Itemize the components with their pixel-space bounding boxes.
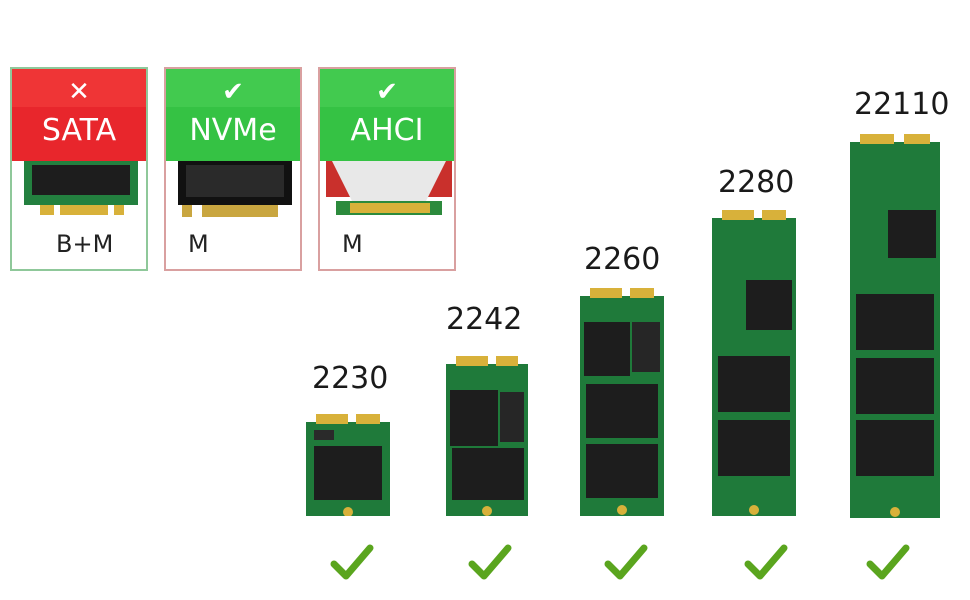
cross-icon: ✕ — [68, 77, 90, 107]
key-type-label: M — [188, 230, 209, 258]
check-icon: ✔ — [376, 77, 398, 107]
key-type-label: M — [342, 230, 363, 258]
protocol-card-nvme: ✔ NVMe M — [164, 67, 302, 271]
check-icon — [468, 544, 512, 580]
protocol-card-ahci: ✔ AHCI M — [318, 67, 456, 271]
size-label-2280: 2280 — [718, 165, 795, 200]
ssd-thumbnail — [24, 161, 138, 215]
protocol-name: NVMe — [189, 113, 277, 148]
ssd-2242 — [446, 356, 528, 516]
check-icon — [866, 544, 910, 580]
protocol-name: AHCI — [350, 113, 424, 148]
ssd-2230 — [306, 414, 390, 516]
protocol-banner — [12, 69, 146, 161]
size-label-2242: 2242 — [446, 302, 523, 337]
protocol-card-sata: ✕ SATA B+M — [10, 67, 148, 271]
check-icon — [604, 544, 648, 580]
protocol-banner — [166, 69, 300, 161]
size-label-22110: 22110 — [854, 87, 950, 122]
ssd-2260 — [580, 288, 664, 516]
protocol-name: SATA — [41, 113, 117, 148]
protocol-banner — [320, 69, 454, 161]
size-label-2260: 2260 — [584, 242, 661, 277]
check-icon — [744, 544, 788, 580]
size-label-2230: 2230 — [312, 361, 389, 396]
ssd-thumbnail — [178, 161, 292, 217]
ssd-2280 — [712, 210, 796, 516]
check-icon: ✔ — [222, 77, 244, 107]
check-icon — [330, 544, 374, 580]
ssd-thumbnail — [326, 161, 452, 215]
ssd-22110 — [850, 134, 940, 518]
key-type-label: B+M — [56, 230, 114, 258]
